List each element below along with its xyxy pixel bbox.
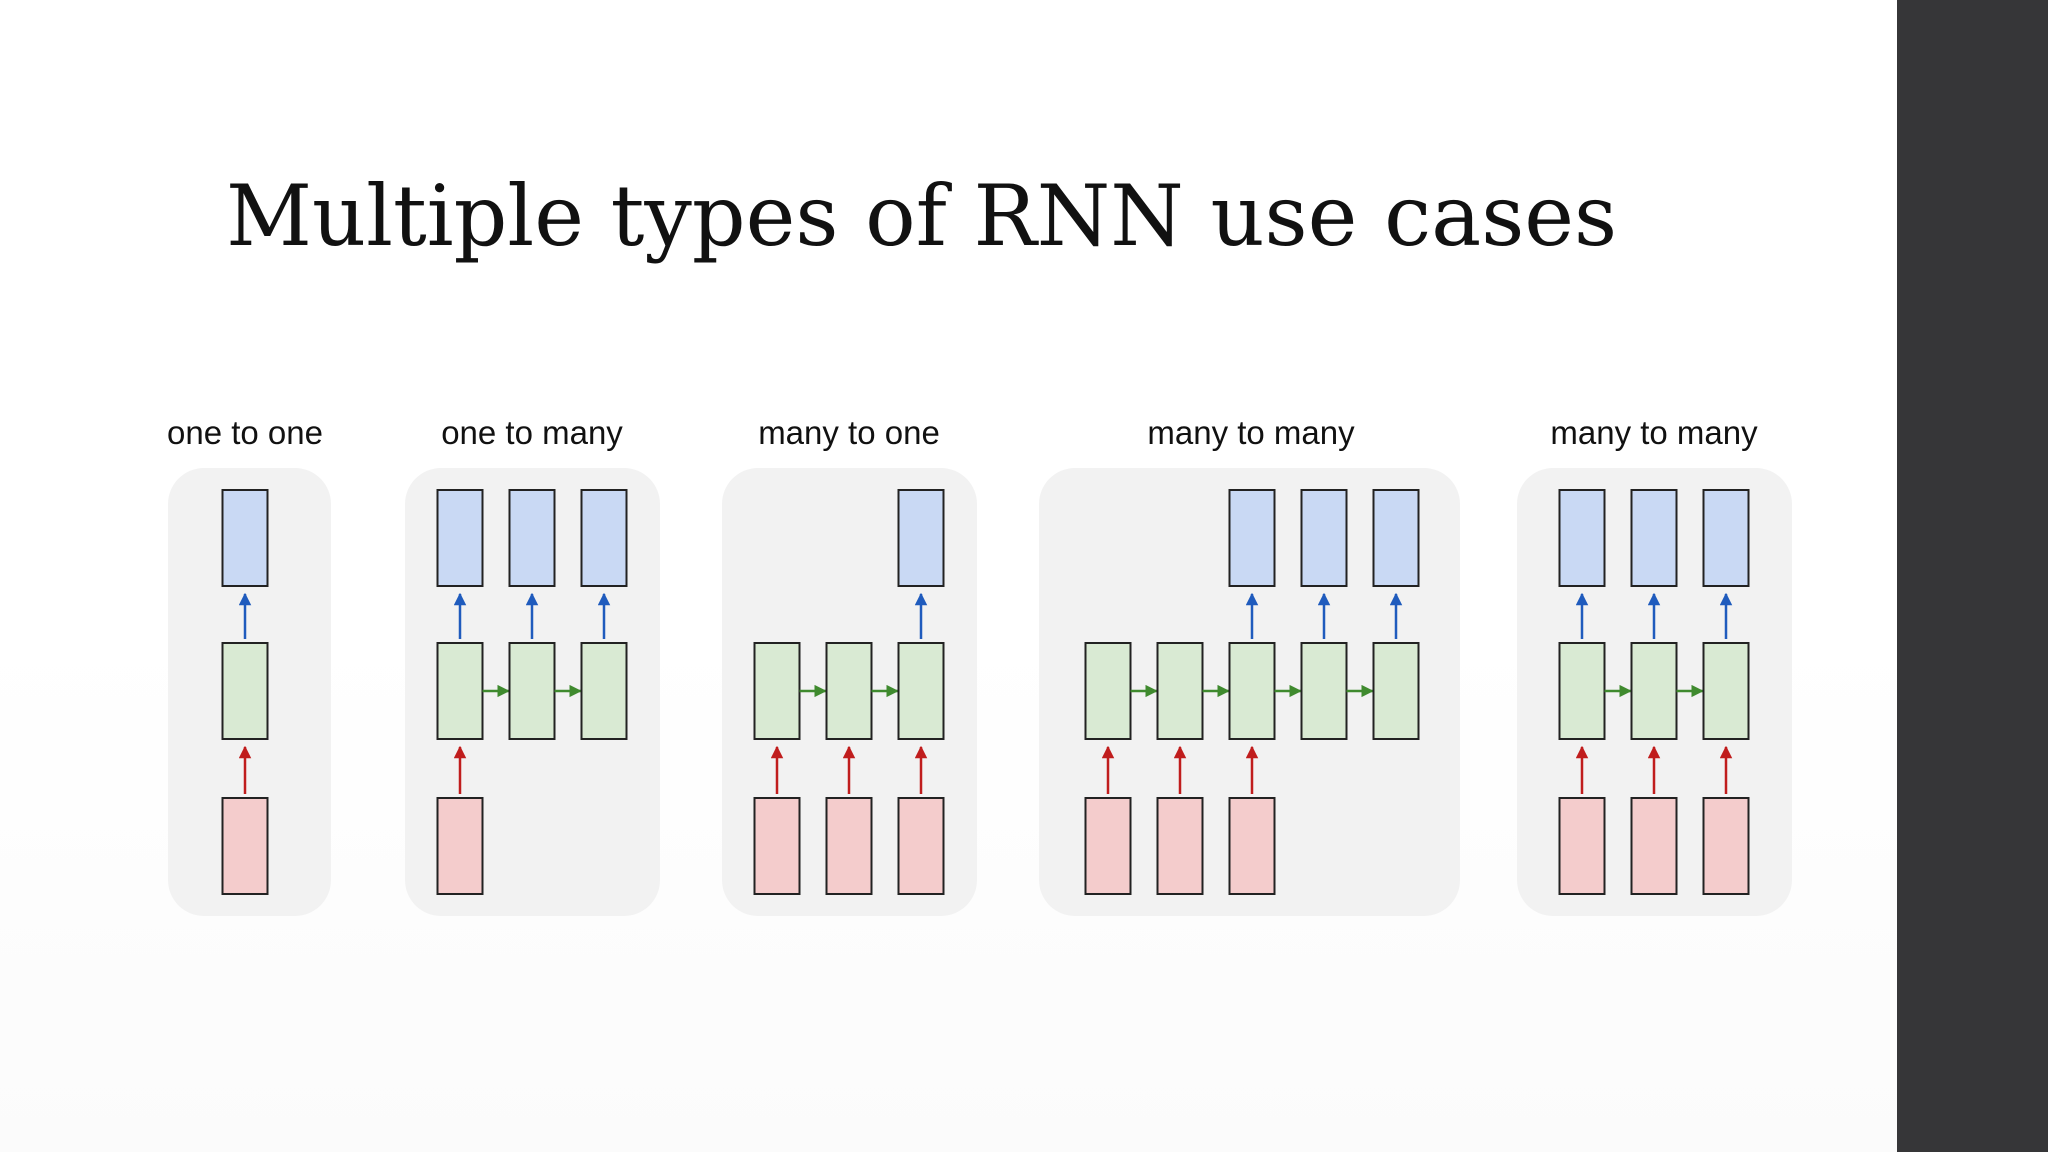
output-box: [1630, 489, 1678, 587]
input-box: [1084, 797, 1132, 895]
hidden-state-box: [1156, 642, 1204, 740]
input-box: [1702, 797, 1750, 895]
sidebar-bar: [1897, 0, 2048, 1152]
panel-label: many to one: [758, 414, 940, 451]
hidden-state-box: [1228, 642, 1276, 740]
hidden-state-box: [1630, 642, 1678, 740]
hidden-state-box: [221, 642, 269, 740]
input-box: [436, 797, 484, 895]
slide-title: Multiple types of RNN use cases: [226, 167, 1618, 265]
output-box: [580, 489, 628, 587]
hidden-state-box: [1702, 642, 1750, 740]
output-box: [1702, 489, 1750, 587]
panel-label: one to many: [441, 414, 623, 451]
output-box: [897, 489, 945, 587]
panel-label: many to many: [1147, 414, 1355, 451]
input-box: [1156, 797, 1204, 895]
output-box: [436, 489, 484, 587]
slide-background: Multiple types of RNN use cases one to o…: [0, 0, 1897, 1152]
hidden-state-box: [897, 642, 945, 740]
hidden-state-box: [753, 642, 801, 740]
panel-label: many to many: [1550, 414, 1758, 451]
hidden-state-box: [825, 642, 873, 740]
hidden-state-box: [1084, 642, 1132, 740]
output-box: [221, 489, 269, 587]
hidden-state-box: [1300, 642, 1348, 740]
rnn-types-diagram: one to one one to many many to one many to …: [167, 414, 1792, 916]
input-box: [753, 797, 801, 895]
input-box: [825, 797, 873, 895]
input-box: [1630, 797, 1678, 895]
hidden-state-box: [580, 642, 628, 740]
hidden-state-box: [1372, 642, 1420, 740]
output-box: [1372, 489, 1420, 587]
output-box: [1228, 489, 1276, 587]
panel-label: one to one: [167, 414, 323, 451]
input-box: [1228, 797, 1276, 895]
input-box: [1558, 797, 1606, 895]
hidden-state-box: [436, 642, 484, 740]
input-box: [221, 797, 269, 895]
output-box: [508, 489, 556, 587]
output-box: [1558, 489, 1606, 587]
output-box: [1300, 489, 1348, 587]
hidden-state-box: [508, 642, 556, 740]
input-box: [897, 797, 945, 895]
hidden-state-box: [1558, 642, 1606, 740]
